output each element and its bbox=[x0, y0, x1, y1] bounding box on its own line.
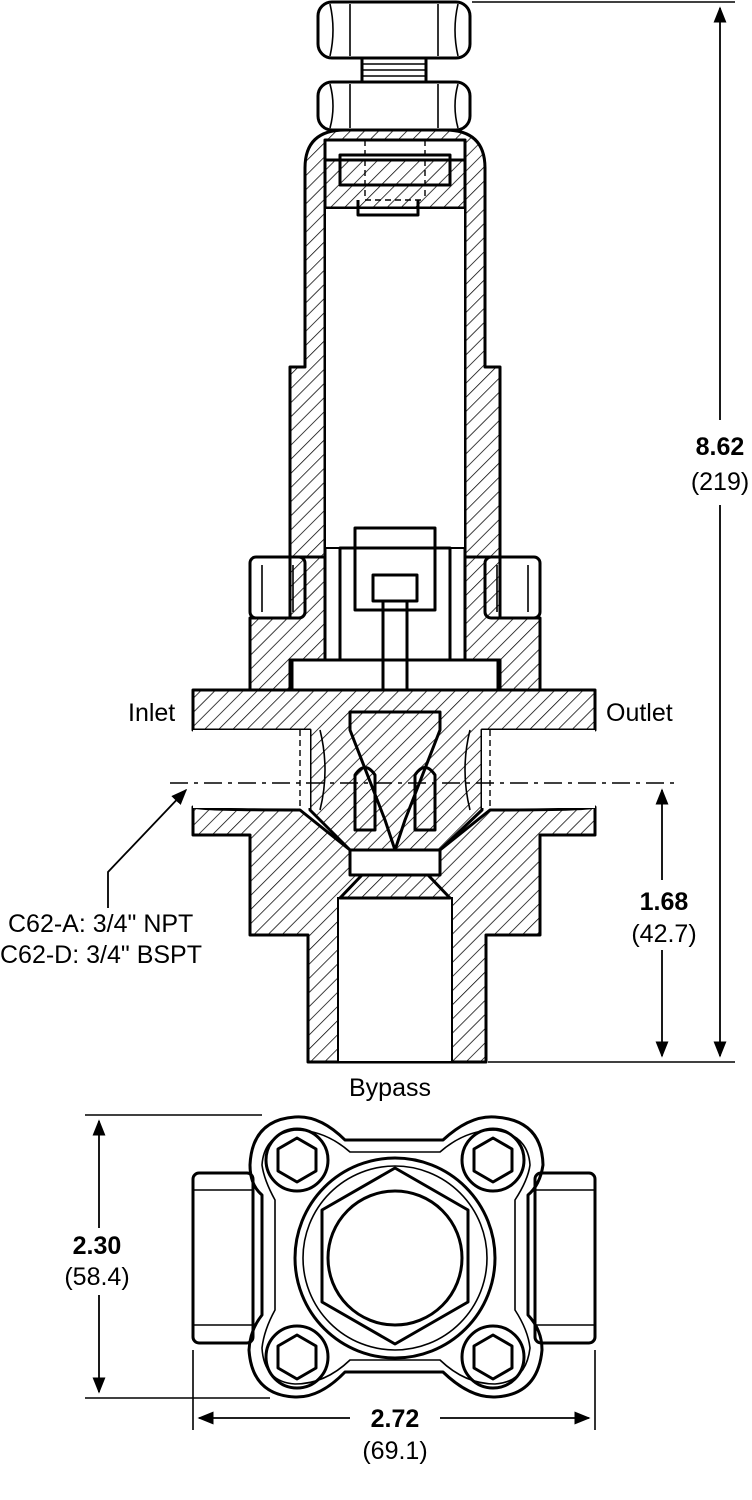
collar-bolt-left bbox=[248, 555, 307, 620]
piston-assembly bbox=[290, 526, 500, 713]
outlet-boss bbox=[533, 1171, 597, 1345]
top-hex-nut bbox=[316, 0, 472, 60]
bypass-bore bbox=[326, 1189, 464, 1327]
spring-button bbox=[338, 153, 452, 187]
centerline-height-metric: (42.7) bbox=[631, 920, 696, 948]
corner-bolt-bottom-left bbox=[264, 1324, 330, 1390]
bypass-hex bbox=[320, 1166, 470, 1346]
thread-leader bbox=[107, 788, 188, 908]
overall-height-metric: (219) bbox=[691, 468, 749, 496]
overall-height-value: 8.62 bbox=[696, 433, 745, 461]
base-width-value: 2.72 bbox=[371, 1405, 420, 1433]
inlet-port bbox=[193, 730, 310, 808]
thread-note-bspt: C62-D: 3/4" BSPT bbox=[0, 941, 202, 969]
section-view bbox=[170, 0, 680, 1064]
corner-bolt-top-right bbox=[460, 1127, 526, 1193]
body-flange-outline bbox=[247, 1115, 545, 1399]
base-depth-dimension: 2.30 (58.4) bbox=[64, 1114, 270, 1399]
outlet-port bbox=[482, 730, 595, 808]
spring-cavity bbox=[324, 207, 466, 549]
bottom-view bbox=[191, 1115, 597, 1399]
base-width-metric: (69.1) bbox=[362, 1437, 427, 1465]
centerline-height-value: 1.68 bbox=[640, 888, 689, 916]
corner-bolt-top-left bbox=[264, 1127, 330, 1193]
centerline-height-dimension: 1.68 (42.7) bbox=[631, 788, 697, 1058]
base-depth-metric: (58.4) bbox=[64, 1263, 129, 1291]
base-width-dimension: 2.72 (69.1) bbox=[192, 1350, 596, 1465]
bypass-label: Bypass bbox=[349, 1074, 431, 1102]
lock-hex-nut bbox=[316, 80, 472, 132]
base-depth-value: 2.30 bbox=[73, 1232, 122, 1260]
inlet-label: Inlet bbox=[128, 699, 175, 727]
overall-height-dimension: 8.62 (219) bbox=[472, 1, 749, 1063]
bypass-port bbox=[337, 897, 453, 1063]
valve-seat bbox=[319, 710, 471, 852]
collar-bolt-right bbox=[483, 555, 542, 620]
inlet-boss bbox=[191, 1171, 255, 1345]
corner-bolt-bottom-right bbox=[460, 1324, 526, 1390]
bypass-boss bbox=[293, 1156, 497, 1360]
thread-note-npt: C62-A: 3/4" NPT bbox=[8, 910, 193, 938]
outlet-label: Outlet bbox=[606, 699, 673, 727]
